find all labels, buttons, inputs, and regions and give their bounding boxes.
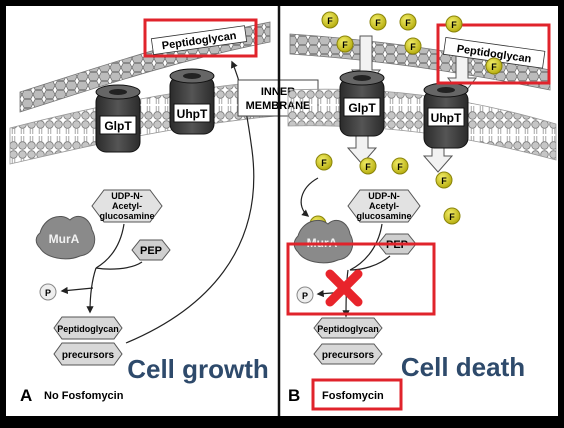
svg-text:Peptidoglycan: Peptidoglycan bbox=[57, 324, 119, 334]
panel-letter-a: A bbox=[20, 386, 32, 405]
glpt-label-b: GlpT bbox=[348, 101, 376, 115]
fosfomycin-molecule: F bbox=[369, 13, 387, 31]
glpt-transporter-b: GlpT bbox=[339, 70, 385, 137]
phosphate-a bbox=[39, 283, 57, 301]
fosfomycin-molecule: F bbox=[336, 35, 354, 53]
svg-text:Acetyl-: Acetyl- bbox=[112, 201, 142, 211]
svg-text:F: F bbox=[491, 62, 497, 72]
peptidoglycan-precursor-b bbox=[313, 317, 383, 339]
svg-text:precursors: precursors bbox=[62, 350, 115, 361]
svg-text:P: P bbox=[302, 291, 308, 301]
fosfomycin-molecule: F bbox=[404, 37, 422, 55]
svg-text:F: F bbox=[397, 162, 403, 172]
svg-text:MurA: MurA bbox=[49, 232, 80, 246]
glpt-transporter-a: GlpT bbox=[95, 84, 141, 153]
binding-arrow-b bbox=[300, 177, 319, 217]
svg-text:glucosamine: glucosamine bbox=[356, 211, 411, 221]
svg-text:F: F bbox=[327, 16, 333, 26]
svg-text:PEP: PEP bbox=[140, 245, 162, 257]
fosfomycin-molecule: F bbox=[445, 15, 463, 33]
fosfomycin-molecules: F F F F F F F F F F F F F bbox=[309, 11, 503, 233]
outcome-cell-growth: Cell growth bbox=[127, 354, 269, 384]
reaction-path-b bbox=[349, 223, 383, 271]
phosphate-b bbox=[296, 286, 314, 304]
panel-letter-b: B bbox=[288, 386, 300, 405]
svg-text:F: F bbox=[441, 176, 447, 186]
glpt-label-a: GlpT bbox=[104, 119, 132, 133]
uhpt-transporter-a: UhpT bbox=[169, 68, 215, 135]
mura-enzyme-a bbox=[35, 215, 96, 260]
caption-no-fosfomycin: No Fosfomycin bbox=[44, 390, 124, 402]
svg-text:F: F bbox=[405, 18, 411, 28]
fosfomycin-molecule: F bbox=[391, 157, 409, 175]
substrate-b bbox=[347, 189, 421, 223]
svg-text:F: F bbox=[365, 162, 371, 172]
reaction-path-a bbox=[95, 223, 125, 269]
svg-text:glucosamine: glucosamine bbox=[99, 211, 154, 221]
fosfomycin-molecule: F bbox=[399, 13, 417, 31]
precursors-a bbox=[53, 342, 123, 366]
outcome-cell-death: Cell death bbox=[401, 352, 525, 382]
caption-fosfomycin: Fosfomycin bbox=[322, 390, 384, 402]
svg-text:P: P bbox=[45, 288, 51, 298]
svg-text:Peptidoglycan: Peptidoglycan bbox=[317, 324, 379, 334]
mura-enzyme-b bbox=[293, 219, 354, 264]
uhpt-transporter-b: UhpT bbox=[423, 82, 469, 149]
highlight-box-peptidoglycan-a bbox=[143, 18, 258, 58]
precursors-b bbox=[313, 343, 383, 365]
svg-text:F: F bbox=[410, 42, 416, 52]
inhibition-x-icon bbox=[325, 269, 363, 307]
svg-text:F: F bbox=[375, 18, 381, 28]
uhpt-label-b: UhpT bbox=[431, 111, 462, 125]
fosfomycin-molecule: F bbox=[443, 207, 461, 225]
fosfomycin-molecule: F bbox=[359, 157, 377, 175]
phosphate-arrow-a bbox=[60, 286, 94, 295]
svg-text:Acetyl-: Acetyl- bbox=[369, 201, 399, 211]
svg-text:precursors: precursors bbox=[322, 350, 375, 361]
fosfomycin-molecule: F bbox=[485, 57, 503, 75]
svg-text:UDP-N-: UDP-N- bbox=[368, 191, 400, 201]
highlight-box-fosfomycin bbox=[311, 378, 403, 411]
svg-text:F: F bbox=[321, 158, 327, 168]
uhpt-label-a: UhpT bbox=[177, 107, 208, 121]
fosfomycin-molecule: F bbox=[321, 11, 339, 29]
svg-text:F: F bbox=[451, 20, 457, 30]
svg-text:UDP-N-: UDP-N- bbox=[111, 191, 143, 201]
svg-text:F: F bbox=[342, 40, 348, 50]
highlight-box-reaction bbox=[286, 242, 436, 316]
panel-b: GlpT UhpT Peptidoglycan F F F F F F F F … bbox=[286, 11, 557, 411]
peptidoglycan-precursor-a bbox=[53, 316, 123, 340]
fosfomycin-molecule: F bbox=[435, 171, 453, 189]
substrate-a bbox=[91, 189, 163, 223]
pep-a bbox=[131, 239, 171, 261]
highlight-box-peptidoglycan-b bbox=[436, 23, 551, 85]
fosfomycin-molecule: F bbox=[315, 153, 333, 171]
svg-text:F: F bbox=[449, 212, 455, 222]
